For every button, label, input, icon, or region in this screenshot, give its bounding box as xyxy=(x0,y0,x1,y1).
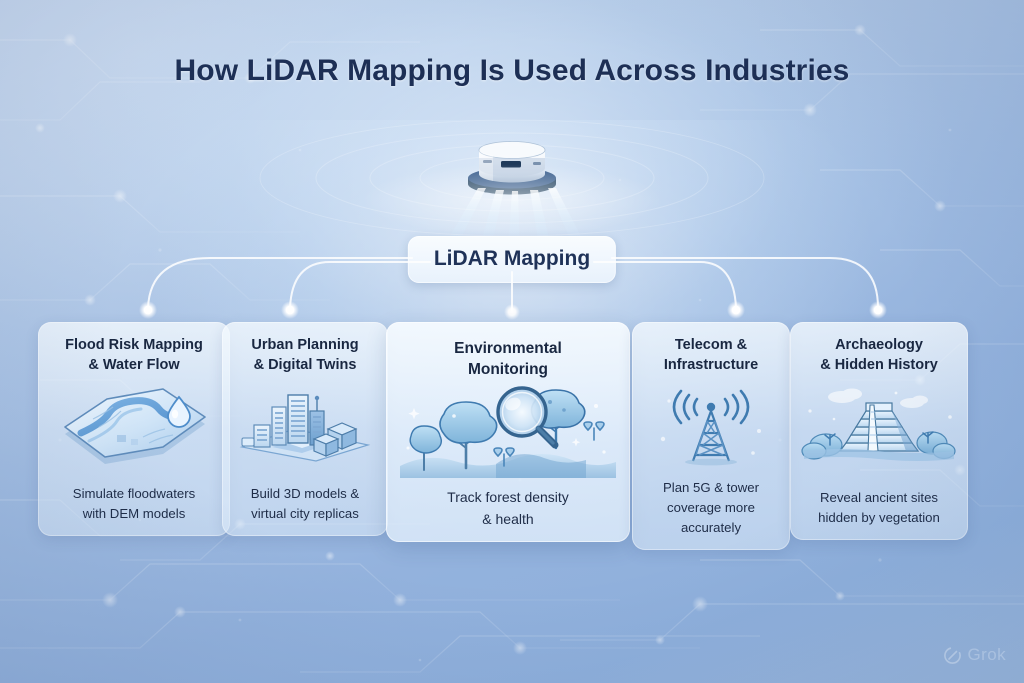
card-description: Simulate floodwaters with DEM models xyxy=(72,485,196,521)
card-archaeology-hidden-history[interactable]: Archaeology & Hidden History xyxy=(790,322,968,540)
watermark-label: Grok xyxy=(967,645,1006,664)
card-urban-planning[interactable]: Urban Planning & Digital Twins xyxy=(222,322,388,536)
cell-tower-signal-icon xyxy=(647,381,775,467)
card-environmental-monitoring[interactable]: Environmental Monitoring xyxy=(386,322,630,542)
watermark: Grok xyxy=(943,645,1006,665)
hub-node[interactable]: LiDAR Mapping xyxy=(407,236,617,283)
forest-magnifier-icon xyxy=(400,386,616,479)
city-buildings-icon xyxy=(232,381,378,465)
hub-label: LiDAR Mapping xyxy=(433,247,591,270)
card-description: Plan 5G & tower coverage more accurately xyxy=(662,479,760,535)
card-description: Build 3D models & virtual city replicas xyxy=(250,485,360,521)
grok-logo-icon xyxy=(943,646,961,664)
pyramid-ruins-icon xyxy=(800,381,958,467)
card-telecom-infrastructure[interactable]: Telecom & Infrastructure xyxy=(632,322,790,550)
card-title: Urban Planning & Digital Twins xyxy=(251,337,359,373)
card-title: Environmental Monitoring xyxy=(454,340,562,379)
card-description: Reveal ancient sites hidden by vegetatio… xyxy=(818,489,940,525)
lidar-scanner-icon xyxy=(468,141,556,195)
page-title: How LiDAR Mapping Is Used Across Industr… xyxy=(174,54,850,87)
card-title: Archaeology & Hidden History xyxy=(820,337,938,373)
terrain-water-map-icon xyxy=(55,381,213,467)
card-title: Flood Risk Mapping & Water Flow xyxy=(65,337,203,373)
card-description: Track forest density & health xyxy=(447,489,569,527)
card-flood-risk-mapping[interactable]: Flood Risk Mapping & Water Flow xyxy=(38,322,230,536)
card-title: Telecom & Infrastructure xyxy=(663,337,759,373)
